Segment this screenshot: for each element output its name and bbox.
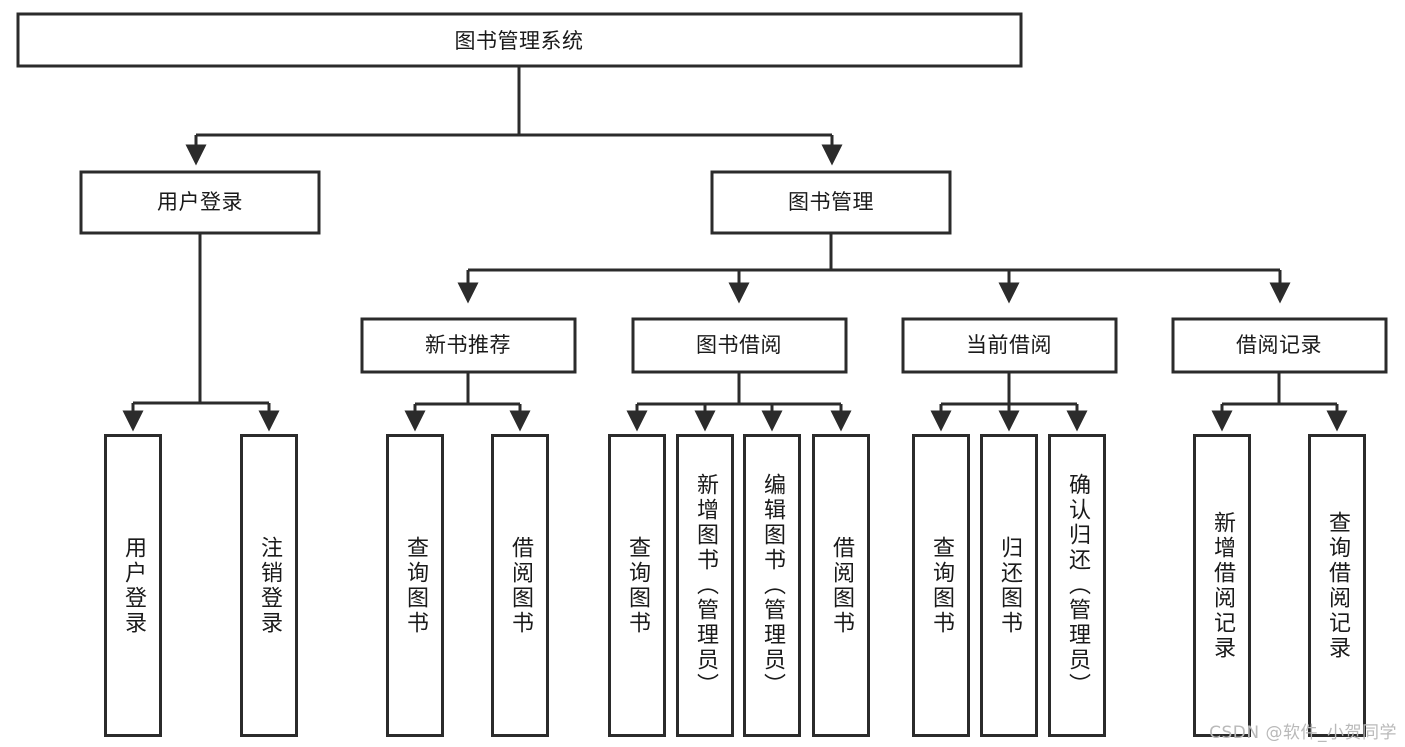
leaf-node-return-book[interactable]: 归还图书 [980,434,1038,737]
node-borrow-record-label: 借阅记录 [1236,333,1322,357]
connector-bookmanage-to-level3 [457,233,1291,304]
node-new-book-recommend-box [360,317,577,374]
node-current-borrow-label: 当前借阅 [966,333,1052,357]
node-current-borrow[interactable]: 当前借阅 [901,317,1118,374]
leaf-node-query-book-2[interactable]: 查询图书 [608,434,666,737]
leaf-node-borrow-book-2-label: 借阅图书 [828,535,854,636]
node-borrow-record[interactable]: 借阅记录 [1171,317,1388,374]
leaf-node-add-record[interactable]: 新增借阅记录 [1193,434,1251,737]
connector-bookborrow-to-leaves [626,372,852,432]
leaf-node-borrow-book-2[interactable]: 借阅图书 [812,434,870,737]
leaf-node-add-book-label: 新增图书（管理员） [692,473,718,698]
leaf-node-query-record[interactable]: 查询借阅记录 [1308,434,1366,737]
leaf-node-edit-book[interactable]: 编辑图书（管理员） [743,434,801,737]
leaf-node-query-record-label: 查询借阅记录 [1324,510,1350,661]
node-book-borrow-box [631,317,848,374]
leaf-node-add-book[interactable]: 新增图书（管理员） [676,434,734,737]
leaf-node-query-book-3-label: 查询图书 [928,535,954,636]
node-user-login-label: 用户登录 [157,190,243,214]
connector-newbook-to-leaves [404,372,531,432]
leaf-node-confirm-return[interactable]: 确认归还（管理员） [1048,434,1106,737]
watermark-text: CSDN @软件_小贺同学 [1209,723,1397,743]
connector-currentborrow-to-leaves [930,372,1088,432]
connector-userlogin-to-leaves [122,233,280,432]
leaf-node-add-record-label: 新增借阅记录 [1209,510,1235,661]
node-new-book-recommend-label: 新书推荐 [425,333,511,357]
node-borrow-record-box [1171,317,1388,374]
node-root-system-label: 图书管理系统 [455,29,584,53]
leaf-node-borrow-book-1-label: 借阅图书 [507,535,533,636]
leaf-node-borrow-book-1[interactable]: 借阅图书 [491,434,549,737]
leaf-node-confirm-return-label: 确认归还（管理员） [1064,473,1090,698]
leaf-node-edit-book-label: 编辑图书（管理员） [759,473,785,698]
node-book-borrow[interactable]: 图书借阅 [631,317,848,374]
leaf-node-query-book-2-label: 查询图书 [624,535,650,636]
node-book-manage-label: 图书管理 [788,190,874,214]
connector-borrowrecord-to-leaves [1211,372,1348,432]
node-new-book-recommend[interactable]: 新书推荐 [360,317,577,374]
node-root-system[interactable]: 图书管理系统 [16,12,1023,68]
leaf-node-query-book-1[interactable]: 查询图书 [386,434,444,737]
leaf-node-query-book-3[interactable]: 查询图书 [912,434,970,737]
node-book-manage[interactable]: 图书管理 [710,170,952,235]
node-user-login[interactable]: 用户登录 [79,170,321,235]
node-book-borrow-label: 图书借阅 [696,333,782,357]
node-user-login-box [79,170,321,235]
leaf-node-user-logout-label: 注销登录 [256,535,282,636]
leaf-node-user-logout[interactable]: 注销登录 [240,434,298,737]
connector-root-to-level2 [185,66,843,166]
node-current-borrow-box [901,317,1118,374]
leaf-node-return-book-label: 归还图书 [996,535,1022,636]
leaf-node-user-login[interactable]: 用户登录 [104,434,162,737]
node-root-system-box [16,12,1023,68]
leaf-node-user-login-label: 用户登录 [120,535,146,636]
leaf-node-query-book-1-label: 查询图书 [402,535,428,636]
